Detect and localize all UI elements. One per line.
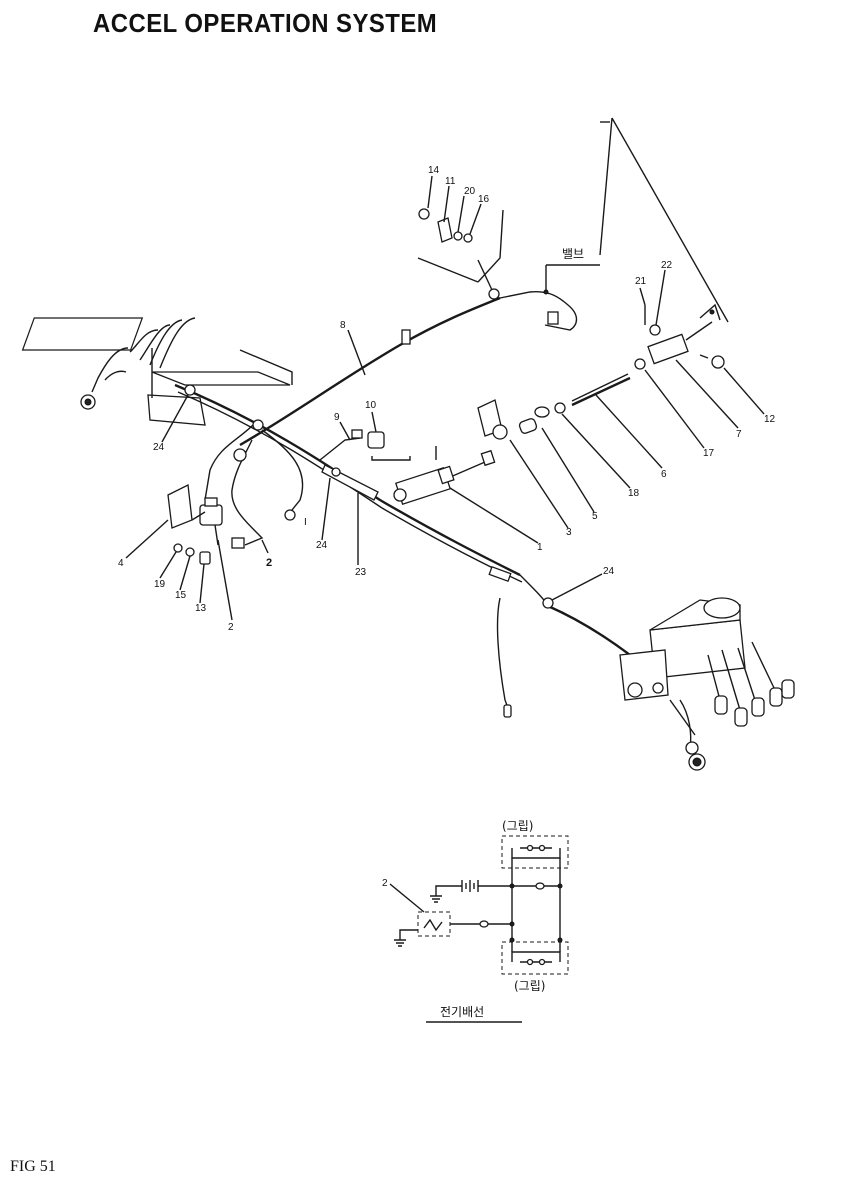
- callout-4: 4: [118, 558, 124, 569]
- wiring-schematic: 2 (그립) (그립) 전기배선: [382, 819, 569, 1023]
- part-18: [554, 402, 566, 414]
- callout-12: 12: [764, 414, 776, 425]
- valve-label: 밸브: [562, 247, 584, 261]
- cable-8: [239, 259, 578, 447]
- callout-2-mid: 2: [266, 557, 272, 569]
- left-switch-assembly: [167, 484, 223, 565]
- callout-9: 9: [334, 412, 340, 423]
- part-5: [518, 406, 550, 434]
- callout-7: 7: [736, 429, 742, 440]
- callout-2-wiring: 2: [382, 878, 388, 889]
- part-10: [367, 431, 437, 461]
- callout-24-mid: 24: [316, 540, 328, 551]
- part-17: [634, 358, 646, 370]
- right-lever-assembly: [619, 597, 795, 771]
- cable-24-main: [174, 383, 631, 718]
- part-3-bracket: [477, 399, 508, 440]
- callout-6: 6: [661, 469, 667, 480]
- callout-3: 3: [566, 527, 572, 538]
- valve-leaders: [543, 117, 729, 323]
- callout-24-left: 24: [153, 442, 165, 453]
- part-7-block: [647, 321, 713, 365]
- part-12: [699, 354, 725, 369]
- callout-24-right: 24: [603, 566, 615, 577]
- callout-16: 16: [478, 194, 490, 205]
- callout-leaders: [125, 175, 765, 621]
- callout-5: 5: [592, 511, 598, 522]
- callout-15: 15: [175, 590, 187, 601]
- callout-14: 14: [428, 165, 440, 176]
- callout-23: 23: [355, 567, 367, 578]
- callout-19: 19: [154, 579, 166, 590]
- callout-13: 13: [195, 603, 207, 614]
- grip-label-top: (그립): [502, 819, 533, 833]
- callout-labels: 14 11 20 16 8 21 22 12 7 17 6 18 5 3 1 1…: [118, 165, 776, 633]
- page-title: ACCEL OPERATION SYSTEM: [93, 8, 438, 38]
- callout-21: 21: [635, 276, 647, 287]
- callout-8: 8: [340, 320, 346, 331]
- callout-20: 20: [464, 186, 476, 197]
- figure-label: FIG 51: [10, 1158, 56, 1175]
- part-6-rod: [571, 373, 631, 407]
- lever-23: [319, 429, 379, 501]
- top-small-parts: [417, 208, 504, 283]
- cable-2-loop: [204, 419, 304, 549]
- callout-1: 1: [537, 542, 543, 553]
- callout-2-bottom: 2: [228, 622, 234, 633]
- callout-22: 22: [661, 260, 673, 271]
- grip-label-bottom: (그립): [514, 979, 545, 993]
- callout-11: 11: [445, 176, 456, 187]
- wiring-caption: 전기배선: [440, 1005, 484, 1019]
- callout-18: 18: [628, 488, 640, 499]
- part-21-22: [644, 303, 721, 336]
- callout-10: 10: [365, 400, 377, 411]
- callout-17: 17: [703, 448, 715, 459]
- cylinder-1: [393, 449, 496, 506]
- left-lever-assembly: [21, 317, 293, 426]
- callout-I: I: [304, 517, 307, 528]
